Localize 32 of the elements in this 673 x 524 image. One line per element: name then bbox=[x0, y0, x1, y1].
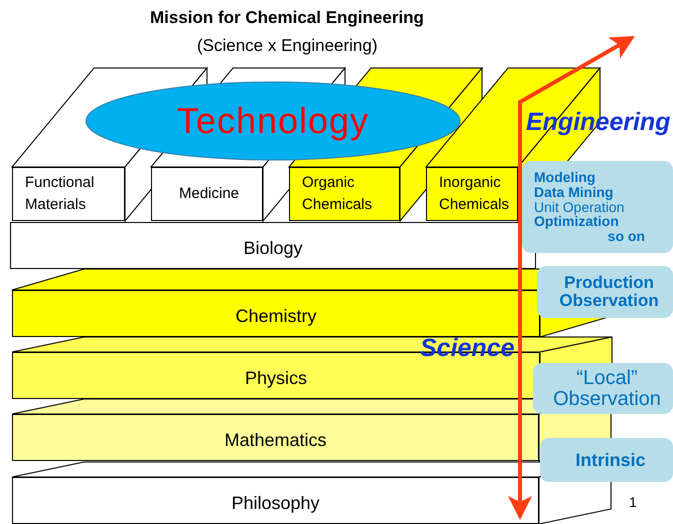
callout-box bbox=[522, 161, 673, 253]
page-number: 1 bbox=[629, 494, 637, 510]
block-label: Inorganic Chemicals bbox=[438, 172, 510, 215]
block-label: Physics bbox=[244, 367, 307, 390]
callout-text: Production Observation bbox=[558, 274, 660, 310]
callout-box bbox=[533, 363, 673, 414]
technology-ellipse bbox=[85, 81, 461, 161]
block-label: Functional Materials bbox=[24, 172, 96, 215]
callout-box bbox=[537, 266, 673, 318]
callout-text: Unit Operation bbox=[534, 200, 626, 214]
callout-text: Intrinsic bbox=[574, 450, 646, 470]
product-block bbox=[151, 167, 263, 221]
block-label: Philosophy bbox=[231, 492, 320, 515]
block-label: Organic Chemicals bbox=[301, 172, 374, 215]
title: Mission for Chemical Engineering bbox=[150, 8, 424, 28]
ellipse-label: Technology bbox=[176, 100, 370, 142]
callout-text: “Local” Observation bbox=[552, 368, 662, 410]
axis-label: Engineering bbox=[526, 108, 670, 137]
subtitle: (Science x Engineering) bbox=[197, 36, 378, 56]
block-label: Biology bbox=[243, 237, 303, 260]
block-label: Medicine bbox=[178, 184, 240, 204]
callout-text: Optimization bbox=[534, 214, 619, 230]
block-label: Chemistry bbox=[235, 305, 316, 328]
product-block bbox=[12, 167, 125, 221]
layer-slab bbox=[10, 222, 536, 269]
block-label: Mathematics bbox=[224, 429, 327, 452]
callout-text: so on bbox=[608, 229, 646, 244]
product-block bbox=[289, 167, 400, 221]
callout-box bbox=[540, 438, 673, 482]
callout-text: Data Mining bbox=[534, 184, 614, 200]
callout-text: Modeling bbox=[534, 170, 596, 185]
product-block bbox=[426, 167, 518, 221]
